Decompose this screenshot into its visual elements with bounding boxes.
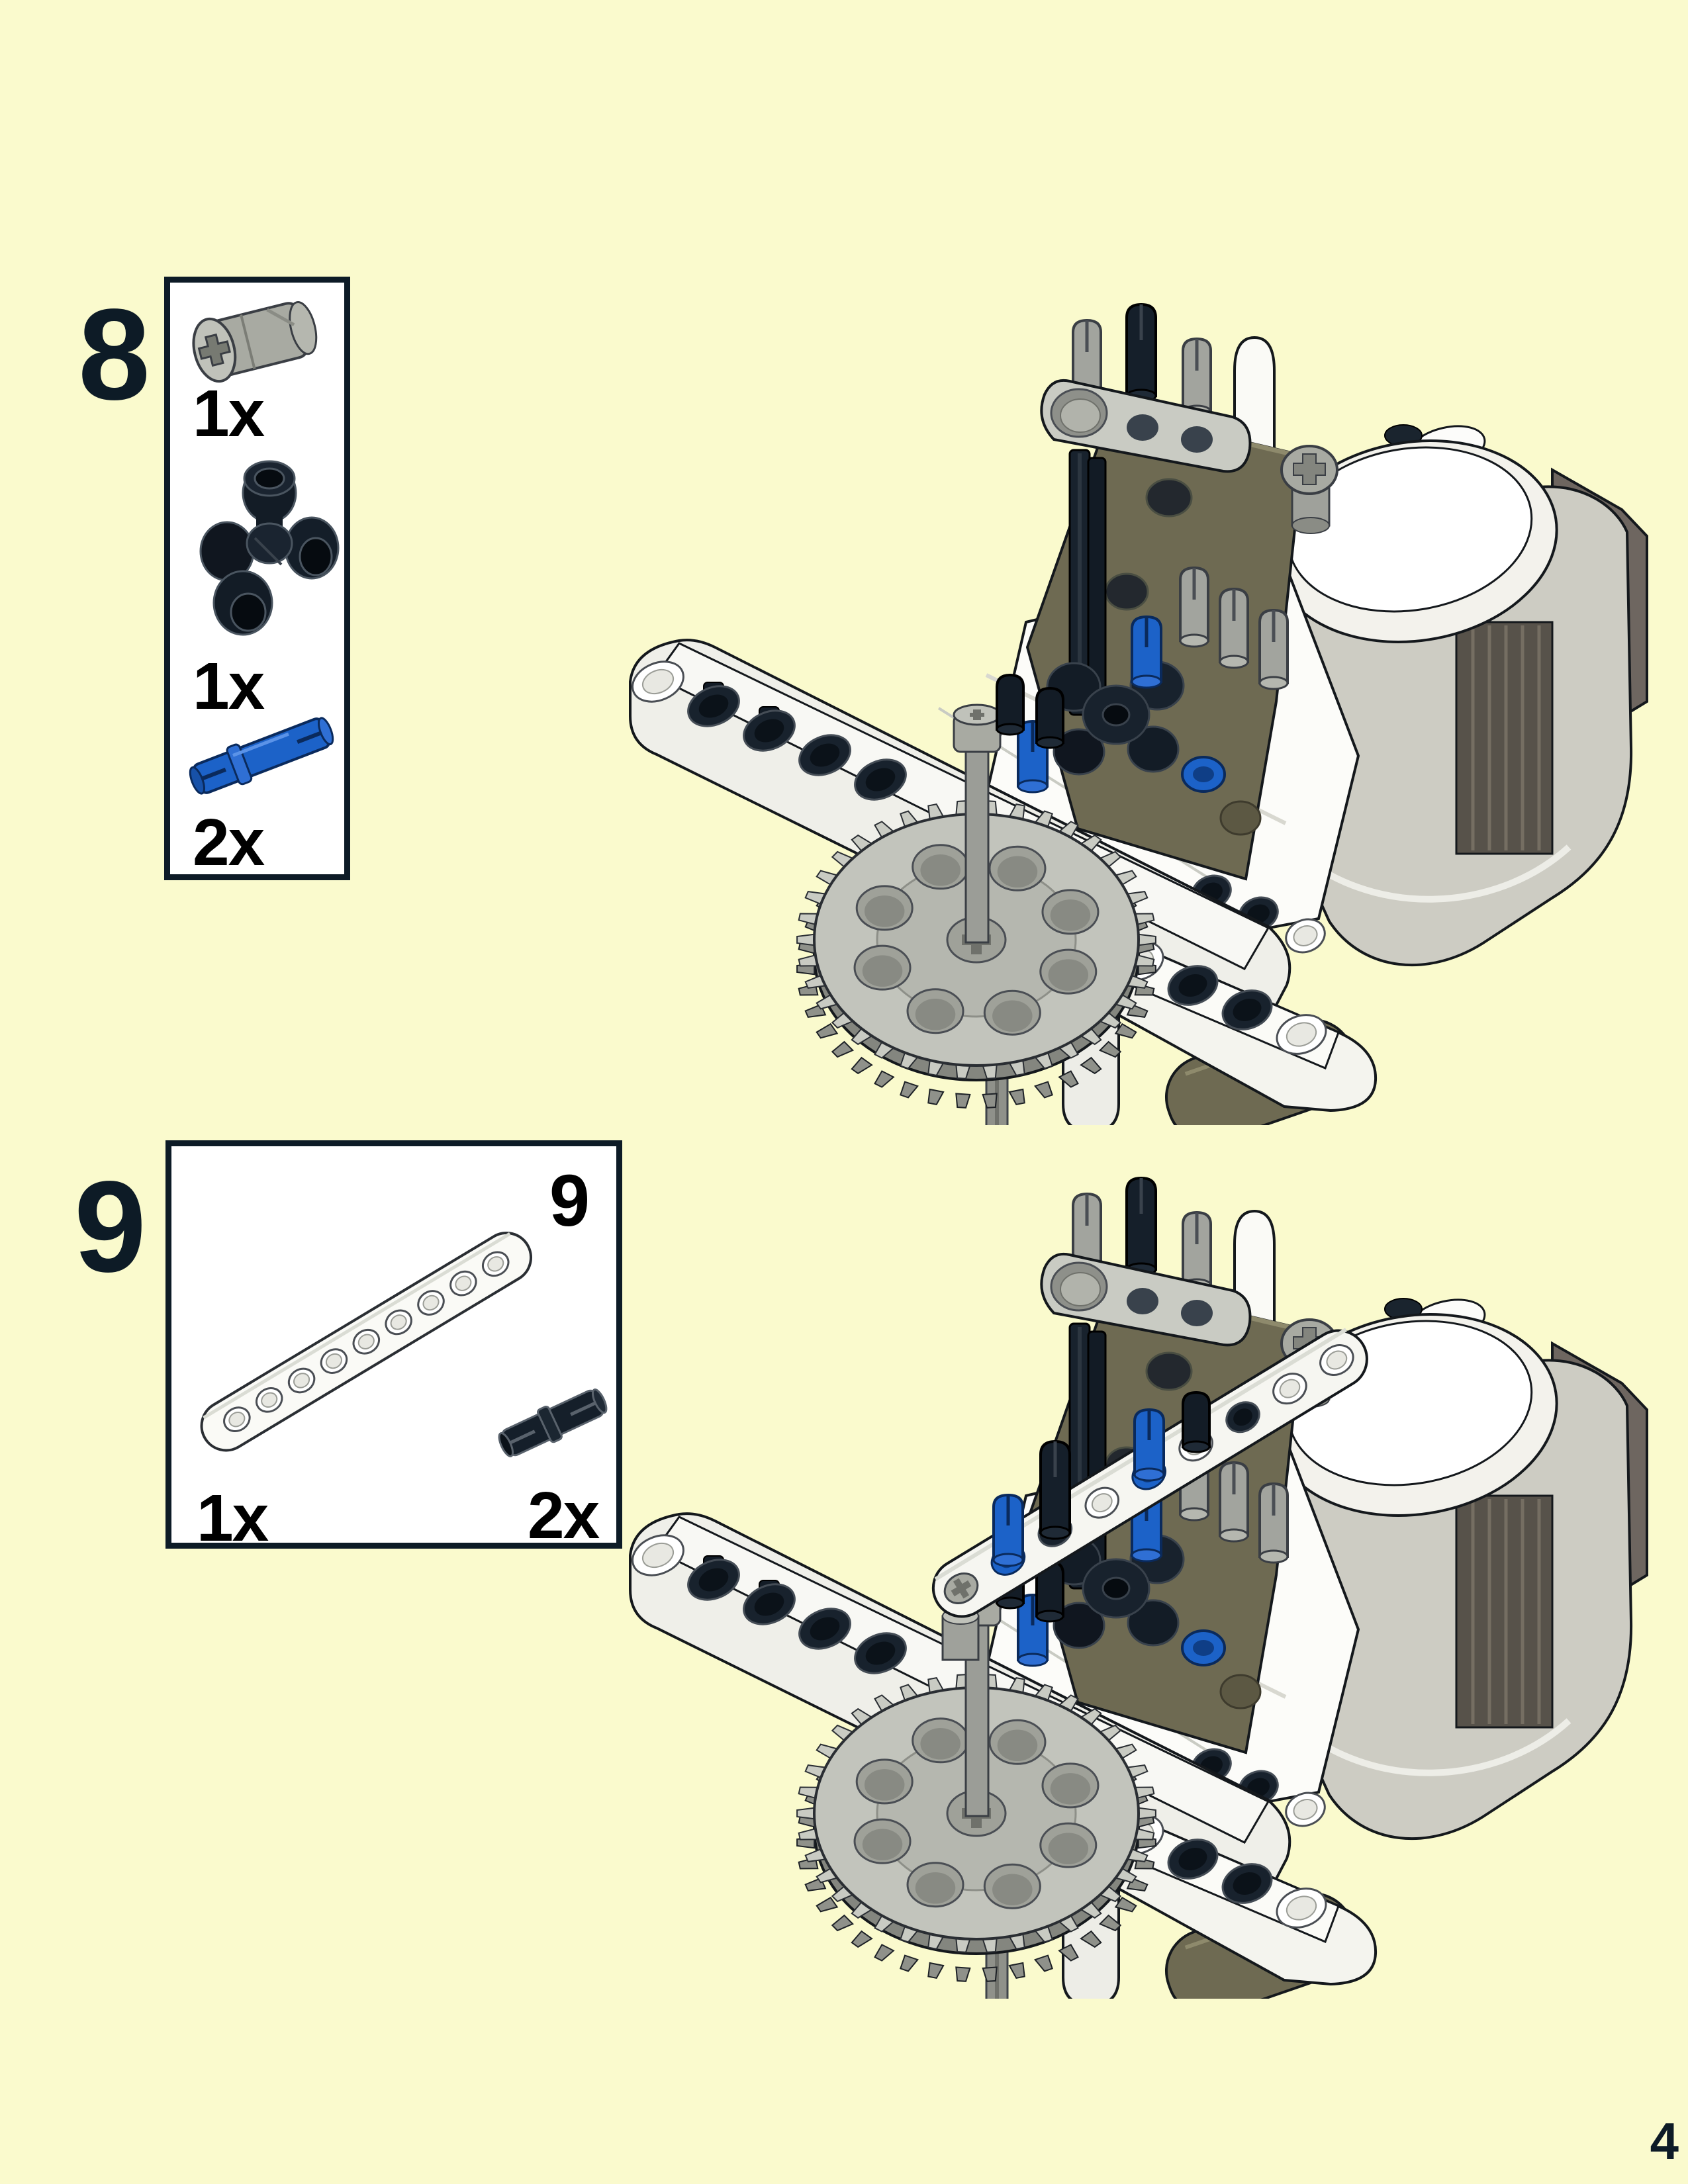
- pin-3l-blue-part-icon: [189, 717, 334, 795]
- gear-axle-bush: [953, 704, 1002, 944]
- black-pin: [1035, 687, 1064, 749]
- gray-pin: [1220, 589, 1248, 668]
- step-9-part-2-count: 2x: [528, 1479, 600, 1553]
- blue-pin-on-beam: [1135, 1410, 1164, 1480]
- gray-cross-axle-end: [1280, 445, 1338, 534]
- top-connector-cluster: [1040, 304, 1252, 473]
- black-pin-on-beam: [1041, 1441, 1070, 1539]
- step-9-number: 9: [74, 1154, 146, 1299]
- step-8-number: 8: [78, 282, 150, 427]
- step-9-added-beam: [931, 1328, 1368, 1661]
- black-pin-on-beam: [1182, 1391, 1211, 1453]
- gray-pin: [1260, 610, 1288, 689]
- beam-length-label: 9: [549, 1160, 590, 1242]
- gray-pin: [1180, 568, 1208, 647]
- blue-pin: [1132, 617, 1161, 688]
- step-8-parts-box: 1x 1x: [164, 277, 350, 880]
- slab-pin-holes: [632, 660, 907, 801]
- step-8-part-1-count: 1x: [193, 377, 265, 451]
- step-9-part-1-count: 1x: [197, 1481, 269, 1555]
- pin-black-part-icon: [498, 1388, 608, 1457]
- page-number: 4: [1650, 2112, 1679, 2170]
- step-8-assembly-illustration: [629, 251, 1648, 1125]
- black-pin-tall: [1127, 304, 1156, 402]
- step-9-assembly-illustration: [616, 1125, 1655, 1999]
- motor: [1271, 424, 1648, 967]
- bush-axle-connector-gray-part-icon: [192, 301, 318, 383]
- beam-9-hole-white-part-icon: [200, 1232, 533, 1452]
- blue-pin-on-beam: [994, 1495, 1023, 1566]
- step-8-part-3-count: 2x: [193, 805, 265, 880]
- pins-cluster: [996, 445, 1338, 792]
- black-pin: [996, 674, 1025, 736]
- step-9-parts-box: 9 1x 2x: [165, 1140, 622, 1555]
- pin-connector-4way-black-part-icon: [199, 460, 340, 636]
- step-8-part-2-count: 1x: [193, 649, 265, 723]
